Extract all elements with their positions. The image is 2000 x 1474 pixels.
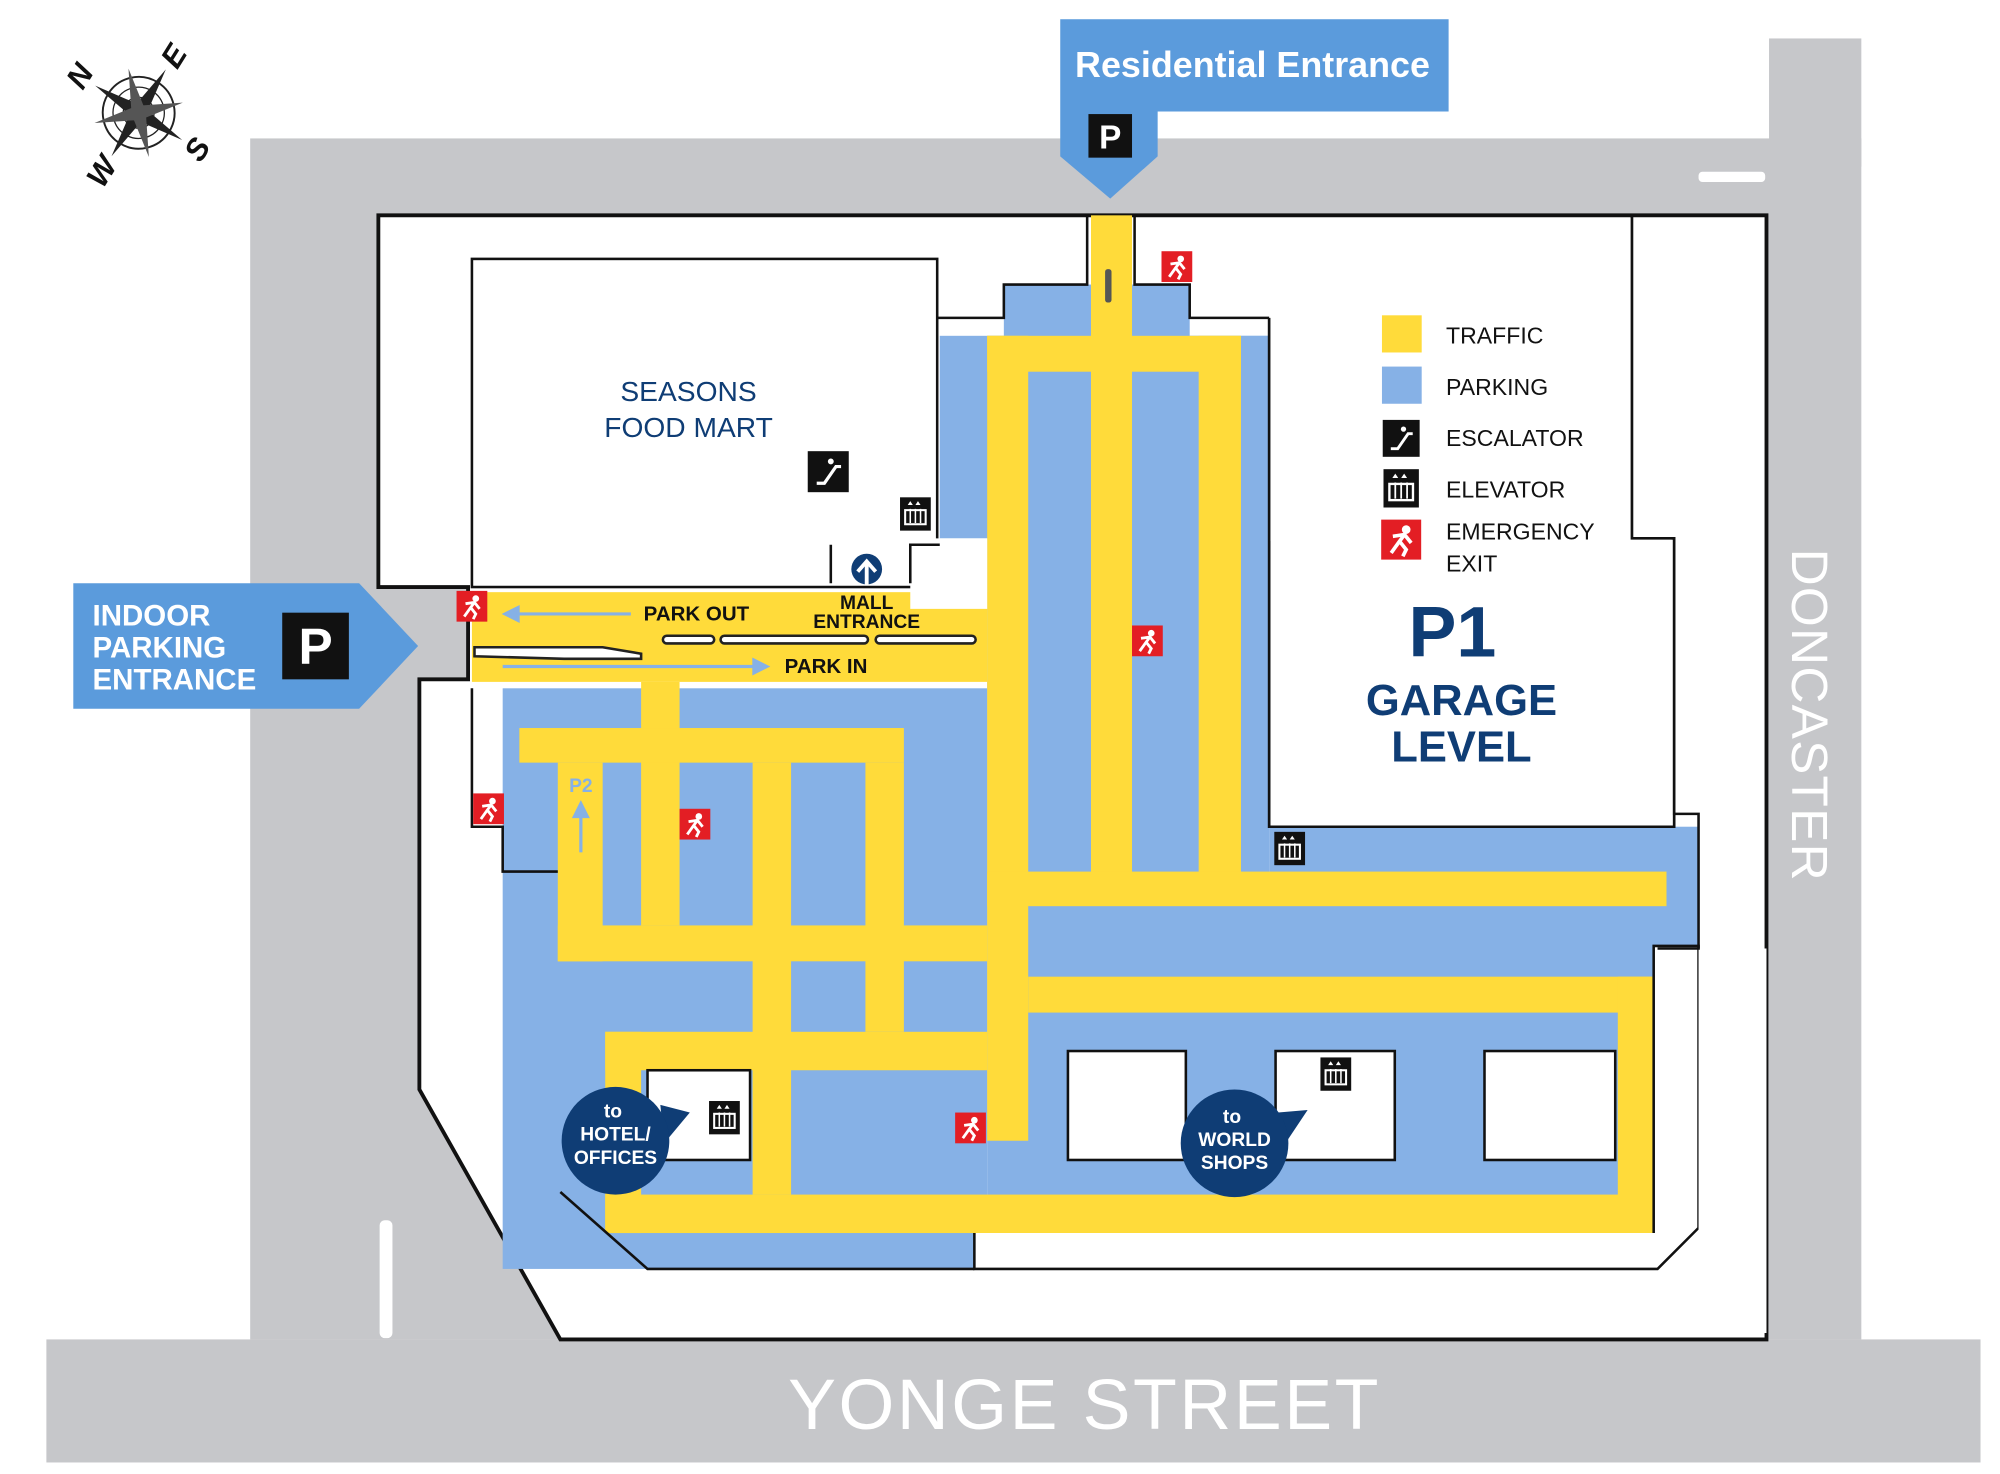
doncaster-label: DONCASTER bbox=[1781, 549, 1838, 882]
legend-label: EMERGENCY bbox=[1446, 519, 1595, 545]
compass-n: N bbox=[59, 57, 101, 95]
traffic-swatch bbox=[1381, 315, 1422, 353]
bubble-line: HOTEL/ bbox=[580, 1125, 651, 1146]
emergency-exit-icon bbox=[1379, 517, 1424, 562]
emergency-exit-icon bbox=[953, 1111, 988, 1145]
yonge-street-label: YONGE STREET bbox=[788, 1365, 1381, 1445]
legend-label: PARKING bbox=[1446, 374, 1548, 400]
food-mart-label: SEASONS bbox=[620, 375, 756, 407]
park-in-label: PARK IN bbox=[785, 655, 868, 678]
seasons-food-mart bbox=[470, 257, 939, 589]
gate-barrier bbox=[1105, 269, 1112, 303]
traffic-lanes bbox=[471, 215, 1667, 1234]
lane-arrows bbox=[501, 604, 771, 853]
level-subtitle: GARAGE bbox=[1366, 677, 1557, 725]
emergency-exit-icon bbox=[678, 807, 712, 841]
legend-label: TRAFFIC bbox=[1446, 323, 1543, 349]
escalator-icon bbox=[1381, 418, 1422, 459]
indoor-entrance-label: PARKING bbox=[93, 632, 227, 665]
mall-entrance-label: MALL bbox=[840, 593, 894, 614]
level-subtitle-2: LEVEL bbox=[1391, 723, 1531, 771]
parking-p-label: P bbox=[1099, 120, 1121, 157]
parking-p-icon bbox=[1088, 114, 1133, 158]
elevator-icon bbox=[1382, 468, 1421, 509]
legend-label: ELEVATOR bbox=[1446, 476, 1565, 502]
bubble-line: WORLD bbox=[1198, 1130, 1271, 1151]
compass-rose-icon: N E S W bbox=[59, 37, 218, 193]
emergency-exit-icon bbox=[471, 791, 506, 826]
food-mart-label-2: FOOD MART bbox=[604, 411, 773, 443]
compass-e: E bbox=[154, 37, 195, 74]
parking-p-label: P bbox=[298, 618, 332, 675]
elevator-icon bbox=[1273, 830, 1307, 867]
emergency-exit-icon bbox=[1130, 624, 1165, 658]
elevator-icon bbox=[1319, 1056, 1353, 1092]
compass-s: S bbox=[177, 131, 218, 167]
emergency-exit-icon bbox=[1160, 249, 1194, 284]
mall-entrance-icon bbox=[851, 553, 883, 585]
bubble-line: to bbox=[1223, 1107, 1241, 1128]
park-out-label: PARK OUT bbox=[644, 602, 750, 625]
emergency-exit-icon bbox=[455, 589, 489, 624]
legend-label: ESCALATOR bbox=[1446, 425, 1584, 451]
indoor-entrance-label: ENTRANCE bbox=[93, 664, 257, 697]
p2-label: P2 bbox=[569, 776, 593, 797]
level-title: P1 bbox=[1409, 592, 1497, 672]
elevator-icon bbox=[708, 1099, 741, 1136]
residential-entrance[interactable]: Residential Entrance P bbox=[1060, 19, 1449, 199]
structures bbox=[470, 215, 1767, 1334]
lane-dividers bbox=[473, 634, 977, 661]
escalator-icon bbox=[806, 449, 851, 494]
parking-swatch bbox=[1381, 366, 1422, 404]
indoor-parking-entrance[interactable]: INDOOR PARKING ENTRANCE P bbox=[73, 583, 419, 709]
elevator-icon bbox=[898, 496, 932, 532]
legend: TRAFFIC PARKING ESCALATOR ELEVATOR EMERG… bbox=[1379, 315, 1595, 577]
mall-entrance-label-2: ENTRANCE bbox=[813, 612, 920, 633]
bubble-line: OFFICES bbox=[574, 1148, 657, 1169]
bubble-line: SHOPS bbox=[1201, 1153, 1268, 1174]
to-world-shops-bubble[interactable]: to WORLD SHOPS bbox=[1180, 1089, 1308, 1198]
to-hotel-offices-bubble[interactable]: to HOTEL/ OFFICES bbox=[561, 1086, 690, 1195]
legend-label: EXIT bbox=[1446, 551, 1497, 577]
compass-w: W bbox=[79, 147, 126, 193]
parking-p-icon bbox=[282, 612, 349, 680]
bubble-line: to bbox=[604, 1102, 622, 1123]
residential-entrance-label: Residential Entrance bbox=[1075, 45, 1430, 85]
indoor-entrance-label: INDOOR bbox=[93, 599, 211, 632]
